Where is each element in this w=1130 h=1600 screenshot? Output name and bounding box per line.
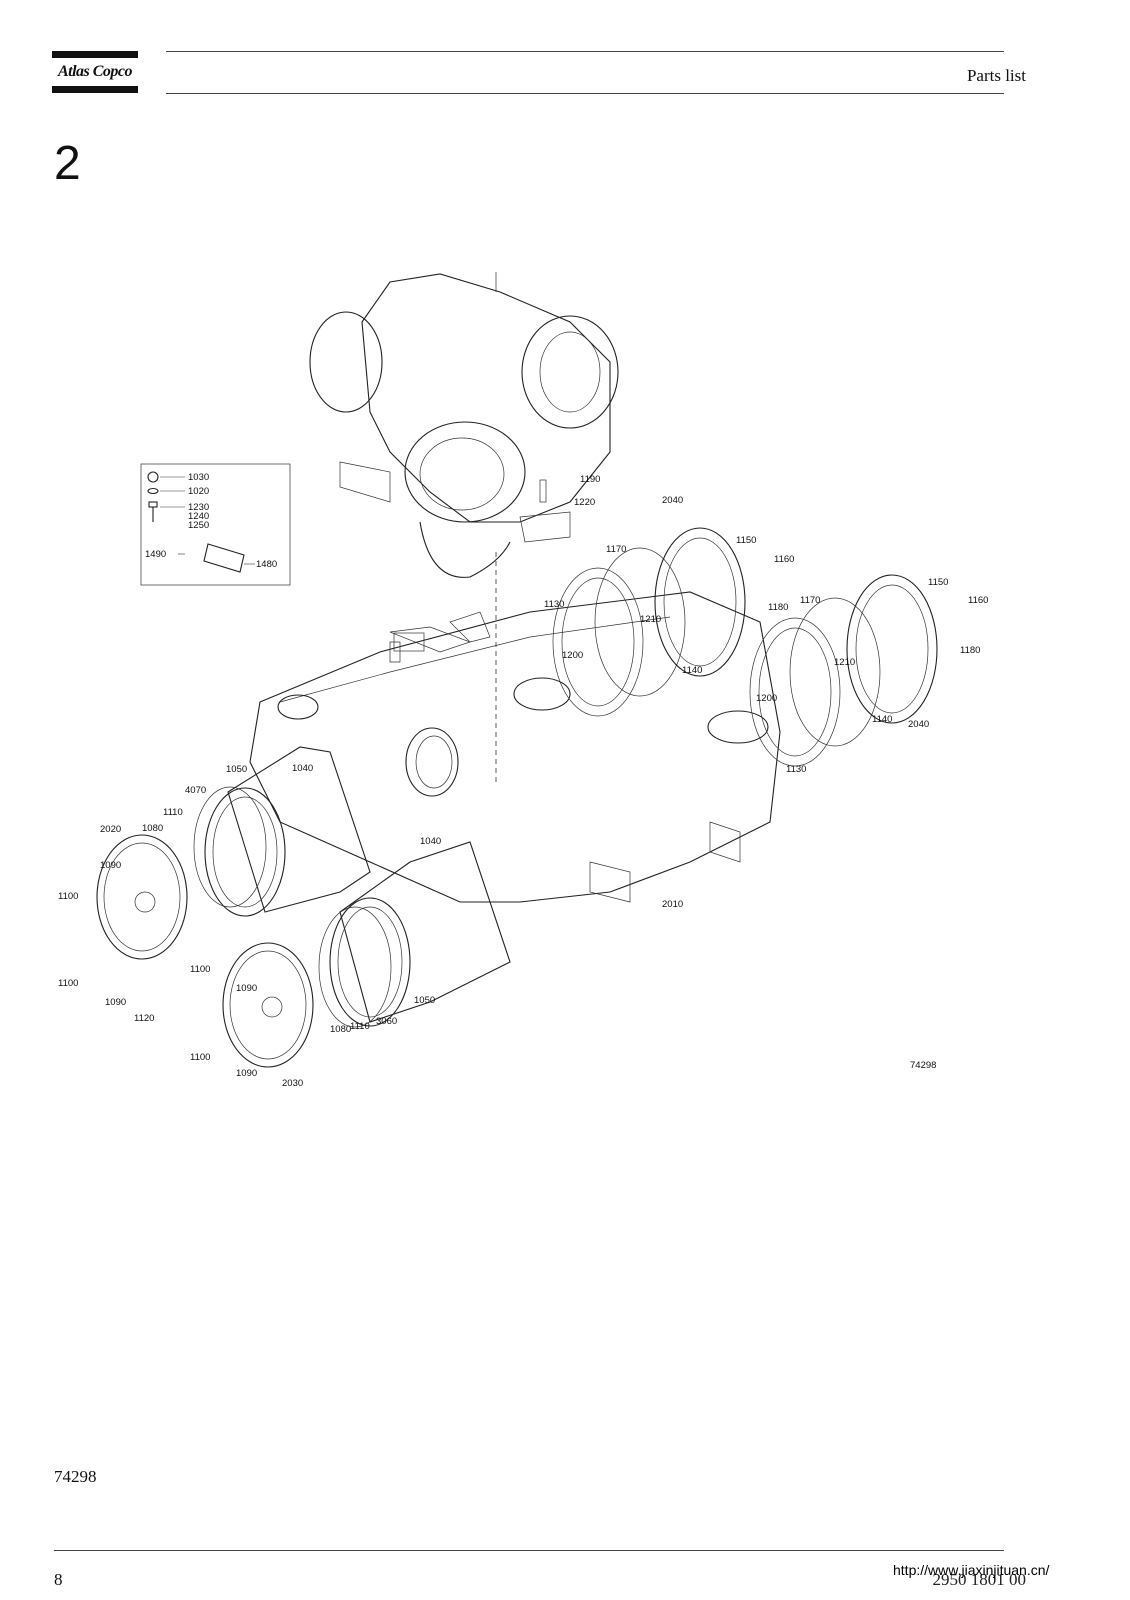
flange-set-right bbox=[749, 574, 938, 767]
callout-1110-upper: 1110 bbox=[163, 807, 183, 818]
callout-1100-bottom: 1100 bbox=[190, 1052, 210, 1063]
flange-set-left bbox=[552, 527, 746, 717]
callout-1160-right: 1160 bbox=[968, 595, 988, 606]
callout-1200: 1200 bbox=[562, 650, 583, 661]
callout-1090-upper: 1090 bbox=[100, 860, 121, 871]
logo-bar-top bbox=[52, 51, 138, 58]
callout-3060: 3060 bbox=[376, 1016, 397, 1027]
callout-1170: 1170 bbox=[606, 544, 626, 555]
callout-1200-right: 1200 bbox=[756, 693, 777, 704]
callout-1150: 1150 bbox=[736, 535, 756, 546]
inset-label-1250: 1250 bbox=[188, 520, 209, 531]
fastener-inset: 1030 1020 1230 1240 1250 1490 1480 bbox=[140, 463, 291, 586]
callout-1170-right: 1170 bbox=[800, 595, 820, 606]
callout-1210: 1210 bbox=[640, 614, 661, 625]
callout-4070: 4070 bbox=[185, 785, 206, 796]
callout-1140: 1140 bbox=[682, 665, 702, 676]
callout-1120: 1120 bbox=[134, 1013, 154, 1024]
inset-label-1490: 1490 bbox=[145, 549, 166, 560]
inset-label-1030: 1030 bbox=[188, 472, 209, 483]
header-rule-top bbox=[166, 51, 1004, 52]
callout-1110-lower: 1110 bbox=[350, 1021, 370, 1032]
logo-bar-bottom bbox=[52, 86, 138, 93]
callout-2040-right: 2040 bbox=[908, 719, 929, 730]
callout-2040: 2040 bbox=[662, 495, 683, 506]
document-number: 2950 1801 00 bbox=[932, 1570, 1027, 1589]
callout-2020: 2020 bbox=[100, 824, 121, 835]
drawing-number: 74298 bbox=[910, 1060, 936, 1071]
inset-label-1240: 1240 bbox=[188, 511, 209, 522]
callout-1090-lower-left: 1090 bbox=[105, 997, 126, 1008]
callout-1100-mid: 1100 bbox=[190, 964, 210, 975]
figure-reference: 74298 bbox=[54, 1467, 97, 1486]
header-title: Parts list bbox=[966, 66, 1026, 85]
callout-1220: 1220 bbox=[574, 497, 595, 508]
lower-cooler-element bbox=[318, 841, 511, 1028]
callout-2010: 2010 bbox=[662, 899, 683, 910]
callout-1080-upper: 1080 bbox=[142, 823, 163, 834]
upper-cooler-element bbox=[193, 746, 371, 917]
callout-1160: 1160 bbox=[774, 554, 794, 565]
callout-1150-right: 1150 bbox=[928, 577, 948, 588]
callout-2030: 2030 bbox=[282, 1078, 303, 1089]
section-number: 2 bbox=[54, 137, 81, 190]
inset-label-1480: 1480 bbox=[256, 559, 277, 570]
page-number: 8 bbox=[54, 1570, 63, 1589]
callout-1180: 1180 bbox=[768, 602, 788, 613]
callout-1190: 1190 bbox=[580, 474, 600, 485]
callout-1100-upper: 1100 bbox=[58, 891, 78, 902]
cooler-housing bbox=[249, 591, 781, 903]
callout-1130: 1130 bbox=[544, 599, 564, 610]
inset-label-1230: 1230 bbox=[188, 502, 209, 513]
callout-1100-lower-left: 1100 bbox=[58, 978, 78, 989]
callout-1040-lower: 1040 bbox=[420, 836, 441, 847]
inset-label-1020: 1020 bbox=[188, 486, 209, 497]
callout-1040-upper: 1040 bbox=[292, 763, 313, 774]
callout-1050-upper: 1050 bbox=[226, 764, 247, 775]
callout-1090-bottom: 1090 bbox=[236, 1068, 257, 1079]
end-cover-upper bbox=[96, 834, 188, 960]
header-rule-bottom bbox=[166, 93, 1004, 94]
exploded-parts-diagram: 1030 1020 1230 1240 1250 1490 1480 bbox=[58, 272, 988, 1089]
callout-labels: 1190 1220 2040 1150 1160 1170 1180 1130 … bbox=[58, 474, 988, 1089]
callout-1140-right: 1140 bbox=[872, 714, 892, 725]
logo-text: Atlas Copco bbox=[57, 63, 133, 80]
callout-1090-mid: 1090 bbox=[236, 983, 257, 994]
atlas-copco-logo: Atlas Copco bbox=[52, 51, 138, 93]
callout-1050-lower: 1050 bbox=[414, 995, 435, 1006]
callout-1130-right: 1130 bbox=[786, 764, 806, 775]
callout-1180-right: 1180 bbox=[960, 645, 980, 656]
callout-1210-right: 1210 bbox=[834, 657, 855, 668]
callout-1080-lower: 1080 bbox=[330, 1024, 351, 1035]
footer-rule bbox=[54, 1550, 1004, 1551]
compressor-assembly bbox=[309, 272, 619, 578]
end-cover-lower bbox=[222, 942, 314, 1068]
source-url[interactable]: http://www.jiaxinjituan.cn/ bbox=[893, 1562, 1050, 1578]
